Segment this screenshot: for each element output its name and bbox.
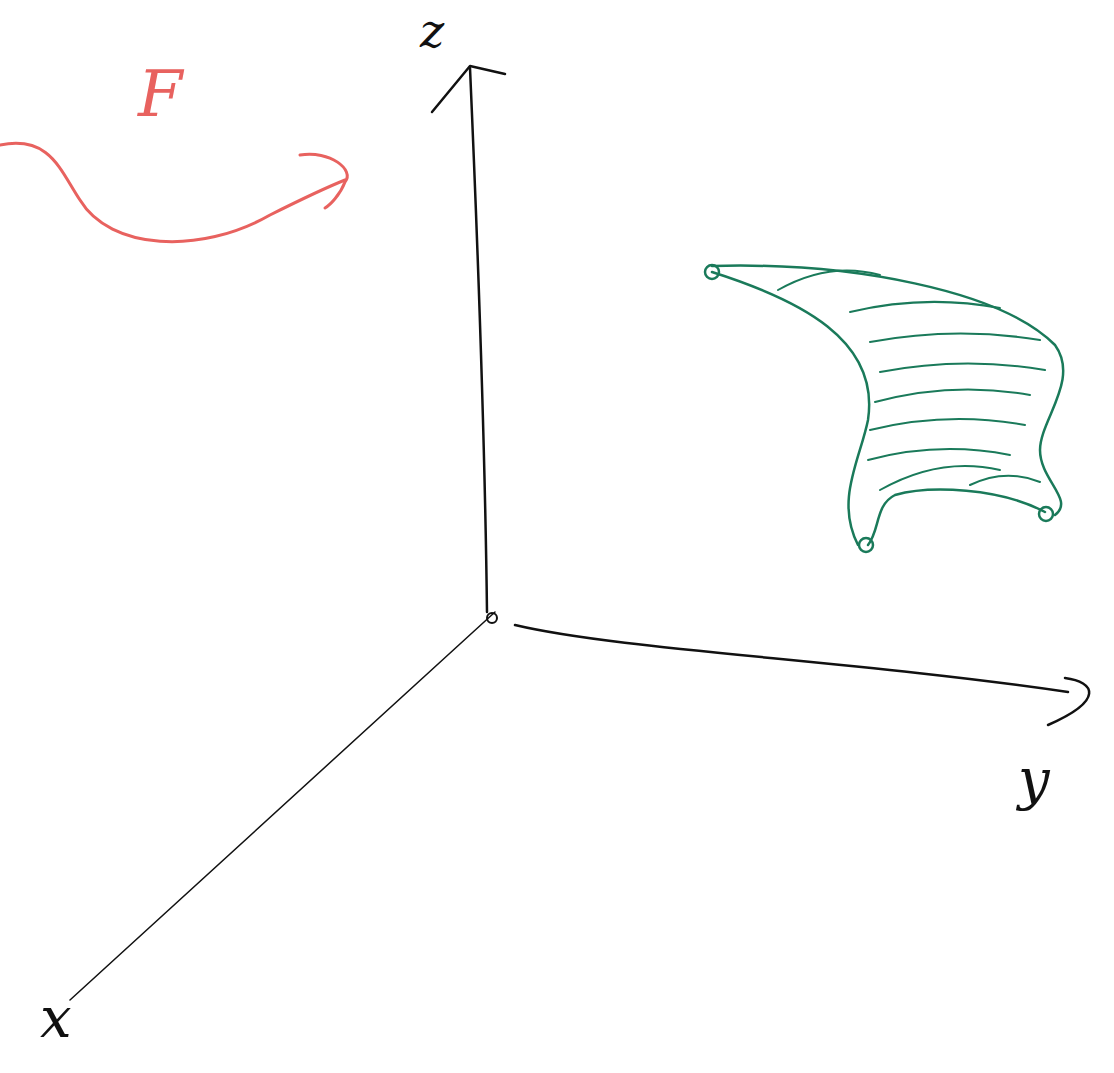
axis-label: x bbox=[40, 990, 72, 1046]
hatch-stroke bbox=[880, 466, 1000, 490]
surface-corner bbox=[859, 538, 873, 552]
force-label: F bbox=[138, 62, 182, 126]
surface-bottom-edge bbox=[868, 490, 1045, 545]
x-axis bbox=[70, 612, 495, 1000]
axis-label: y bbox=[1018, 752, 1050, 808]
hatch-stroke bbox=[880, 363, 1045, 372]
force-curve bbox=[0, 143, 345, 241]
surface bbox=[705, 265, 1063, 552]
hatch-stroke bbox=[850, 302, 1000, 312]
hatch-stroke bbox=[875, 389, 1030, 402]
origin bbox=[487, 613, 497, 623]
hatch-stroke bbox=[970, 476, 1040, 485]
hatch-stroke bbox=[778, 270, 880, 290]
force-arrowhead bbox=[300, 154, 347, 208]
surface-hatching bbox=[778, 270, 1045, 490]
surface-left-edge bbox=[712, 272, 869, 545]
force-arrow bbox=[0, 143, 347, 241]
z-arrowhead bbox=[432, 66, 505, 112]
surface-corner bbox=[705, 265, 719, 279]
coordinate-axes bbox=[70, 66, 1089, 1000]
hatch-stroke bbox=[870, 333, 1040, 342]
surface-top-right-edge bbox=[712, 266, 1063, 515]
hatch-stroke bbox=[870, 419, 1025, 430]
y-arrowhead bbox=[1048, 678, 1089, 725]
axis-label: z bbox=[420, 8, 444, 54]
y-axis bbox=[515, 625, 1068, 692]
surface-corner bbox=[1039, 507, 1053, 521]
hatch-stroke bbox=[868, 449, 1010, 460]
z-axis bbox=[470, 68, 487, 612]
